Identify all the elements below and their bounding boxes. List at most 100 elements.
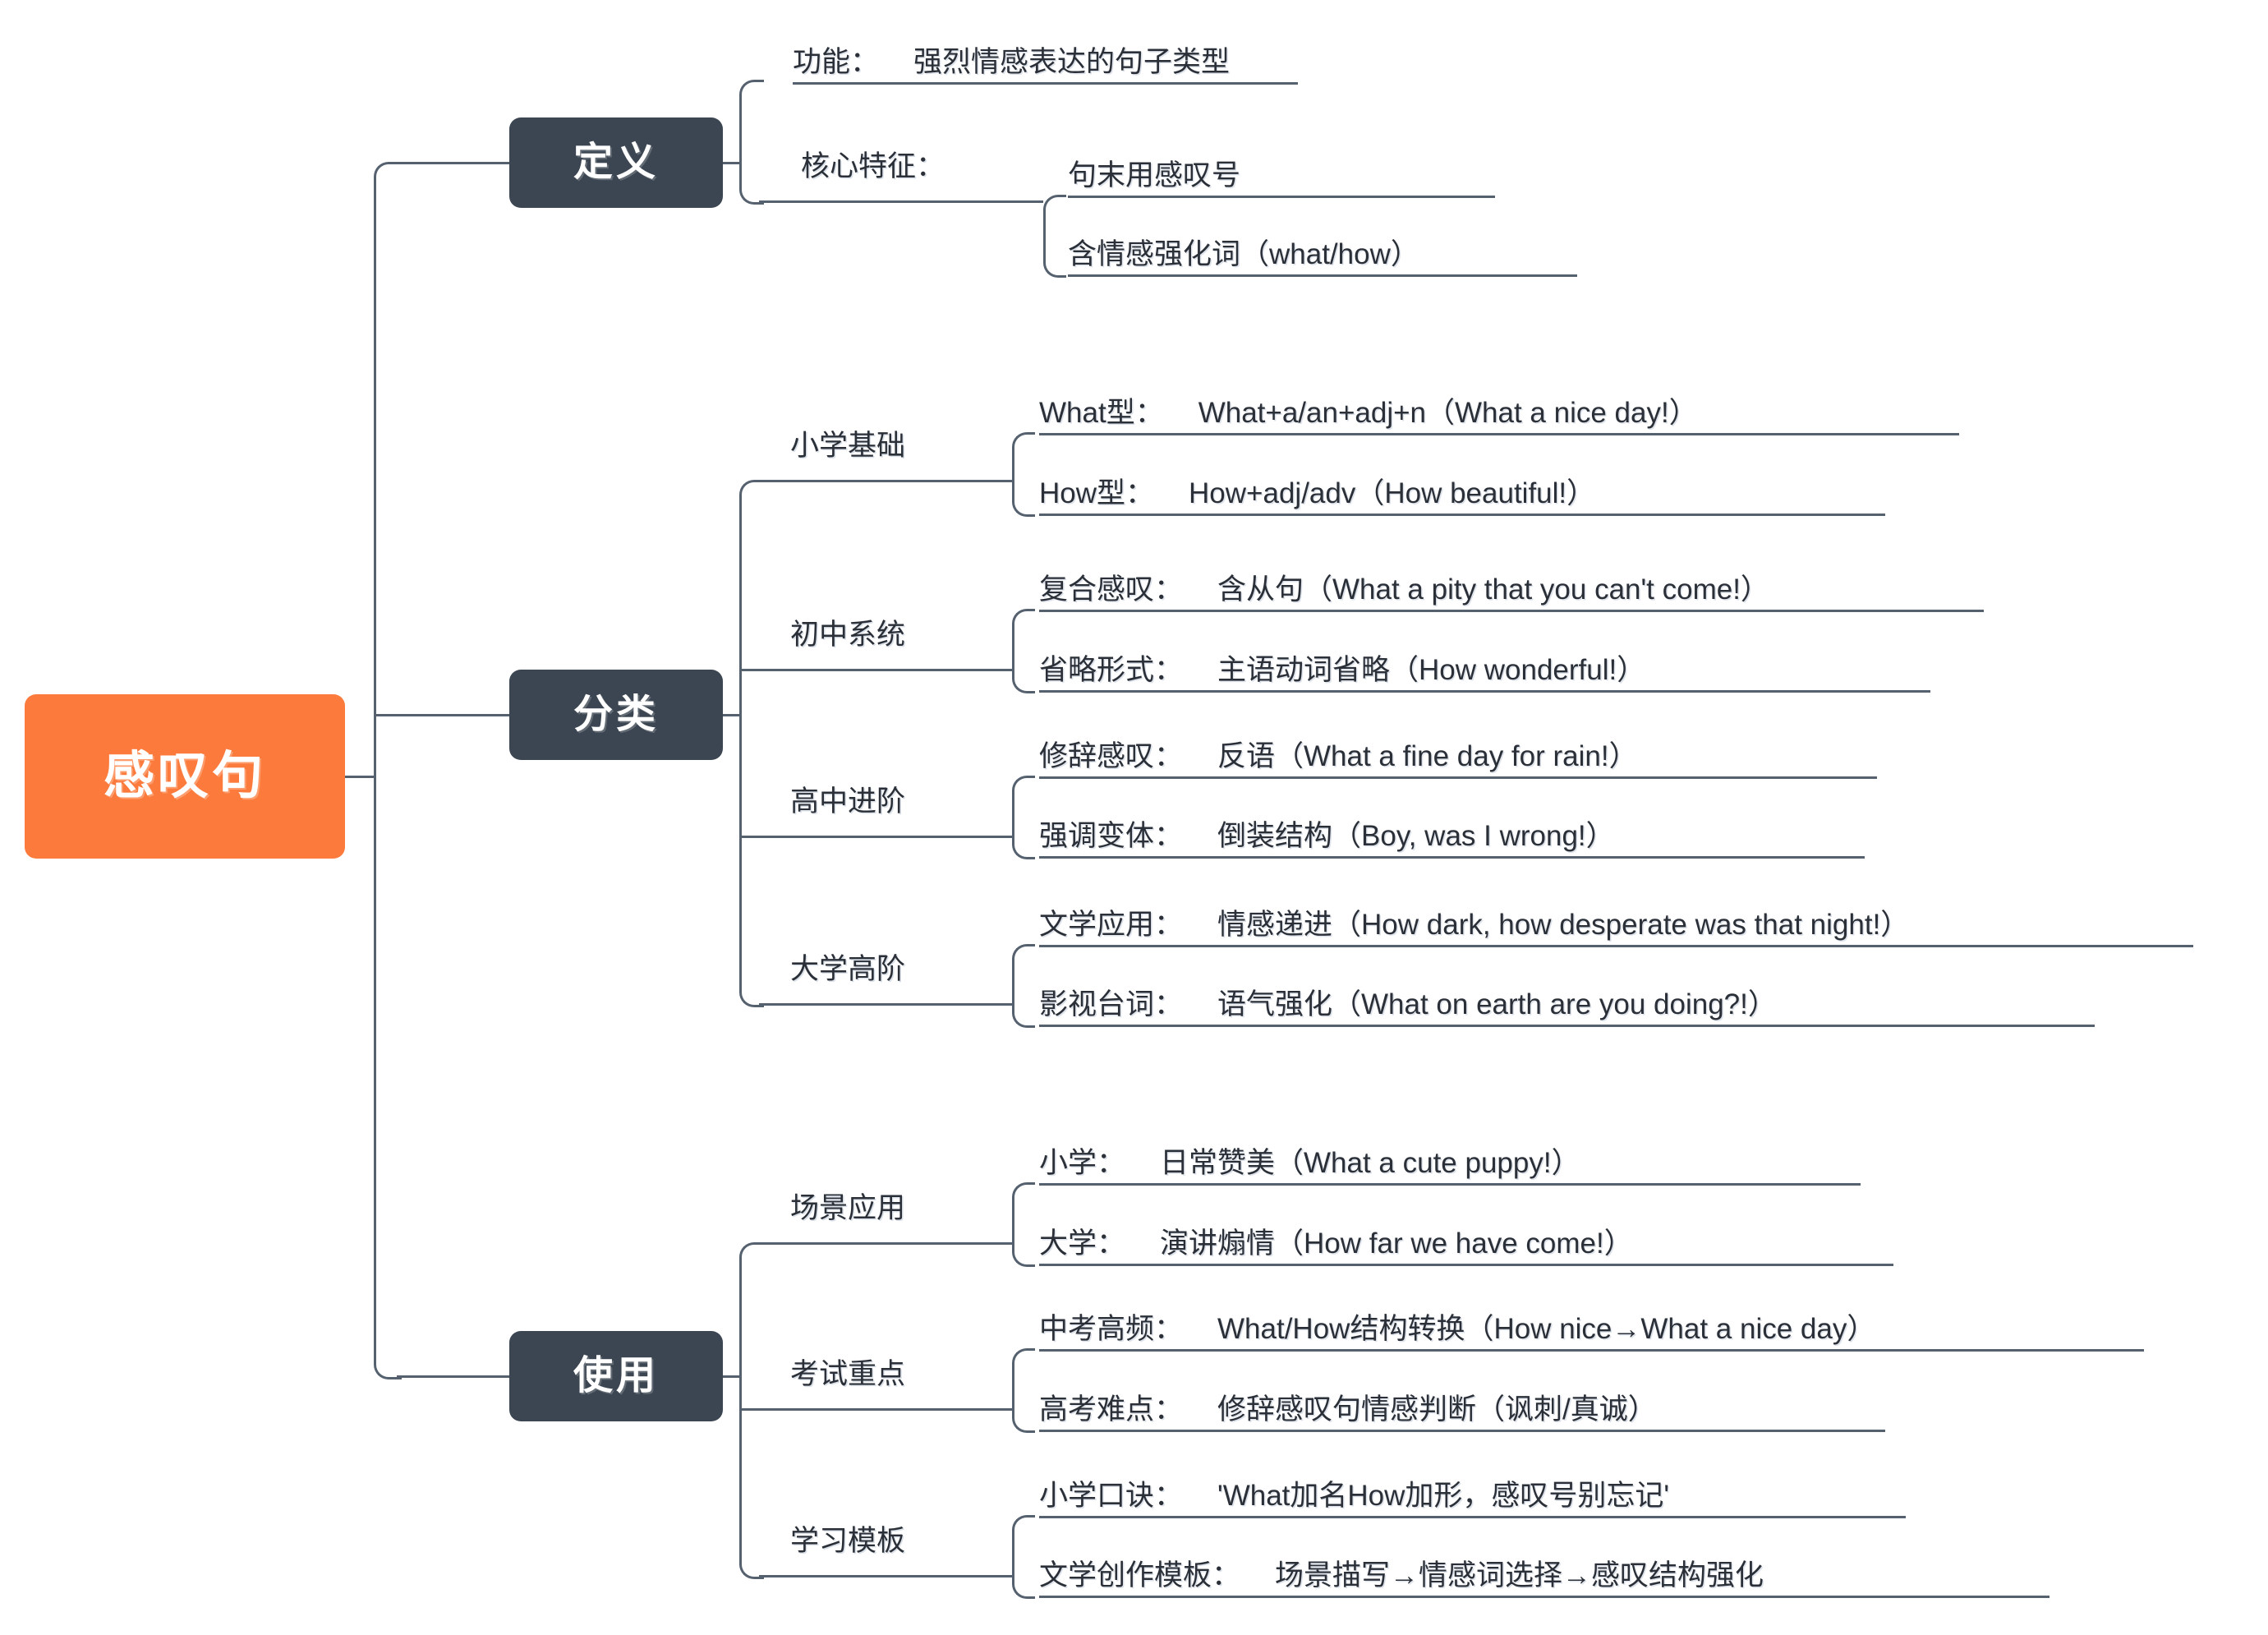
leaf-key: 中考高频： <box>1039 1313 1184 1345</box>
bracket-corner-bot-2-1 <box>1012 1410 1035 1433</box>
branch-spine-1 <box>739 500 742 985</box>
l1-stub-2 <box>723 1375 739 1378</box>
l1-node-1[interactable]: 分类 <box>509 670 723 760</box>
leaf-underline-1-1-1 <box>1039 690 1930 693</box>
leaf-key: 修辞感叹： <box>1039 740 1184 772</box>
root-node[interactable]: 感叹句 <box>25 694 345 859</box>
leaf-value: 日常赞美（What a cute puppy!） <box>1160 1147 1580 1179</box>
bracket-corner-top-1-0 <box>1012 432 1035 455</box>
bracket-corner-bot-1-3 <box>1012 1005 1035 1028</box>
bracket-corner-top-1-1 <box>1012 609 1035 632</box>
leaf-key: 大学： <box>1039 1227 1126 1260</box>
l1-node-label: 分类 <box>573 693 659 736</box>
group-bracket-1-3 <box>1012 962 1014 1007</box>
leaf-value: 含从句（What a pity that you can't come!） <box>1217 573 1769 606</box>
leaf-value: 情感递进（How dark, how desperate was that ni… <box>1217 909 1910 941</box>
leaf-2-1-1[interactable]: 高考难点：修辞感叹句情感判断（讽刺/真诚） <box>1039 1395 1657 1424</box>
leaf-value: What+a/an+adj+n（What a nice day!） <box>1198 397 1698 429</box>
l2-label-0-1[interactable]: 核心特征： <box>801 150 945 182</box>
bracket-corner-top-1-2 <box>1012 776 1035 799</box>
leaf-value: 语气强化（What on earth are you doing?!） <box>1217 988 1777 1020</box>
group-bracket-0-1 <box>1043 213 1046 257</box>
leaf-underline-2-0-0 <box>1039 1183 1861 1186</box>
leaf-underline-2-1-0 <box>1039 1349 2144 1352</box>
leaf-key: 文学创作模板： <box>1039 1559 1241 1591</box>
leaf-underline-1-1-0 <box>1039 610 1984 612</box>
l2-label-2-2[interactable]: 学习模板 <box>790 1525 906 1557</box>
leaf-key: What型： <box>1039 397 1164 429</box>
group-lead-1-2 <box>739 836 1012 838</box>
bracket-corner-top-0-1 <box>1043 195 1066 218</box>
branch-corner-bot-1 <box>739 983 764 1007</box>
leaf-key: 小学： <box>1039 1147 1126 1179</box>
branch-corner-bot-0 <box>739 180 764 205</box>
leaf-1-2-1[interactable]: 强调变体：倒装结构（Boy, was I wrong!） <box>1039 822 1615 850</box>
bracket-corner-bot-2-0 <box>1012 1244 1035 1267</box>
leaf-2-1-0[interactable]: 中考高频：What/How结构转换（How nice→What a nice d… <box>1039 1315 1875 1343</box>
leaf-underline-2-2-0 <box>1039 1516 1906 1518</box>
leaf-underline-1-0-1 <box>1039 514 1885 516</box>
leaf-1-1-0[interactable]: 复合感叹： 含从句（What a pity that you can't come… <box>1039 575 1769 604</box>
branch-corner-top-1 <box>739 480 764 504</box>
l2-label-1-3[interactable]: 大学高阶 <box>790 953 906 985</box>
leaf-0-1-1[interactable]: 含情感强化词（what/how） <box>1068 240 1419 269</box>
branch-spine-0 <box>739 99 742 182</box>
l2-label-1-2[interactable]: 高中进阶 <box>790 785 906 818</box>
leaf-key: 复合感叹： <box>1039 573 1184 606</box>
leaf-0-1-0[interactable]: 句末用感叹号 <box>1068 161 1240 190</box>
main-spine <box>374 185 376 1354</box>
leaf-1-0-0[interactable]: What型： What+a/an+adj+n（What a nice day!） <box>1039 398 1698 427</box>
bracket-corner-bot-0-1 <box>1043 255 1066 278</box>
group-lead-1-0 <box>759 480 1012 482</box>
leaf-1-1-1[interactable]: 省略形式：主语动词省略（How wonderful!） <box>1039 656 1645 684</box>
group-bracket-2-0 <box>1012 1200 1014 1246</box>
l1-node-2[interactable]: 使用 <box>509 1331 723 1421</box>
group-bracket-1-0 <box>1012 450 1014 496</box>
leaf-value: 'What加名How加形，感叹号别忘记' <box>1217 1480 1670 1512</box>
l2-label-1-0[interactable]: 小学基础 <box>790 430 906 462</box>
leaf-1-3-1[interactable]: 影视台词：语气强化（What on earth are you doing?!） <box>1039 990 1777 1019</box>
leaf-underline-2-2-1 <box>1039 1596 2049 1598</box>
leaf-1-0-1[interactable]: How型：How+adj/adv（How beautiful!） <box>1039 479 1595 508</box>
leaf-key: 功能： <box>793 46 880 78</box>
group-lead-0-1 <box>759 200 1043 203</box>
spine-corner-bottom <box>374 1352 402 1379</box>
leaf-key: 高考难点： <box>1039 1393 1184 1425</box>
leaf-value: 句末用感叹号 <box>1068 159 1241 191</box>
bracket-corner-bot-1-1 <box>1012 670 1035 693</box>
l2-label-1-1[interactable]: 初中系统 <box>790 619 906 651</box>
spine-corner-top <box>374 162 402 190</box>
group-bracket-1-2 <box>1012 794 1014 839</box>
l2-label-2-0[interactable]: 场景应用 <box>790 1192 906 1224</box>
l1-node-0[interactable]: 定义 <box>509 117 723 208</box>
group-lead-1-3 <box>759 1003 1012 1006</box>
leaf-0-0-0[interactable]: 功能：强烈情感表达的句子类型 <box>793 48 1230 76</box>
leaf-2-0-0[interactable]: 小学： 日常赞美（What a cute puppy!） <box>1039 1149 1580 1177</box>
leaf-1-2-0[interactable]: 修辞感叹： 反语（What a fine day for rain!） <box>1039 742 1638 771</box>
branch-corner-bot-2 <box>739 1554 764 1579</box>
leaf-value: 倒装结构（Boy, was I wrong!） <box>1217 820 1615 852</box>
leaf-underline-0-0-0 <box>793 82 1298 85</box>
leaf-2-0-1[interactable]: 大学：演讲煽情（How far we have come!） <box>1039 1229 1633 1258</box>
leaf-underline-2-1-1 <box>1039 1430 1885 1432</box>
group-lead-2-0 <box>759 1242 1012 1245</box>
branch-lead-1 <box>397 162 509 164</box>
leaf-value: 反语（What a fine day for rain!） <box>1217 740 1638 772</box>
bracket-corner-bot-2-2 <box>1012 1576 1035 1599</box>
leaf-key: 小学口诀： <box>1039 1480 1184 1512</box>
group-bracket-2-2 <box>1012 1533 1014 1578</box>
group-lead-1-1 <box>739 669 1012 671</box>
l1-stub-0 <box>723 162 739 164</box>
group-bracket-2-1 <box>1012 1366 1014 1412</box>
branch-corner-top-2 <box>739 1242 764 1267</box>
leaf-2-2-1[interactable]: 文学创作模板：场景描写→情感词选择→感叹结构强化 <box>1039 1561 1764 1590</box>
bracket-corner-top-2-2 <box>1012 1515 1035 1538</box>
leaf-key: How型： <box>1039 477 1155 509</box>
leaf-underline-1-3-0 <box>1039 945 2193 947</box>
group-bracket-1-1 <box>1012 627 1014 673</box>
leaf-1-3-0[interactable]: 文学应用：情感递进（How dark, how desperate was th… <box>1039 910 1909 939</box>
l1-stub-1 <box>723 714 739 716</box>
l2-label-2-1[interactable]: 考试重点 <box>790 1358 906 1390</box>
leaf-2-2-0[interactable]: 小学口诀： 'What加名How加形，感叹号别忘记' <box>1039 1481 1669 1510</box>
